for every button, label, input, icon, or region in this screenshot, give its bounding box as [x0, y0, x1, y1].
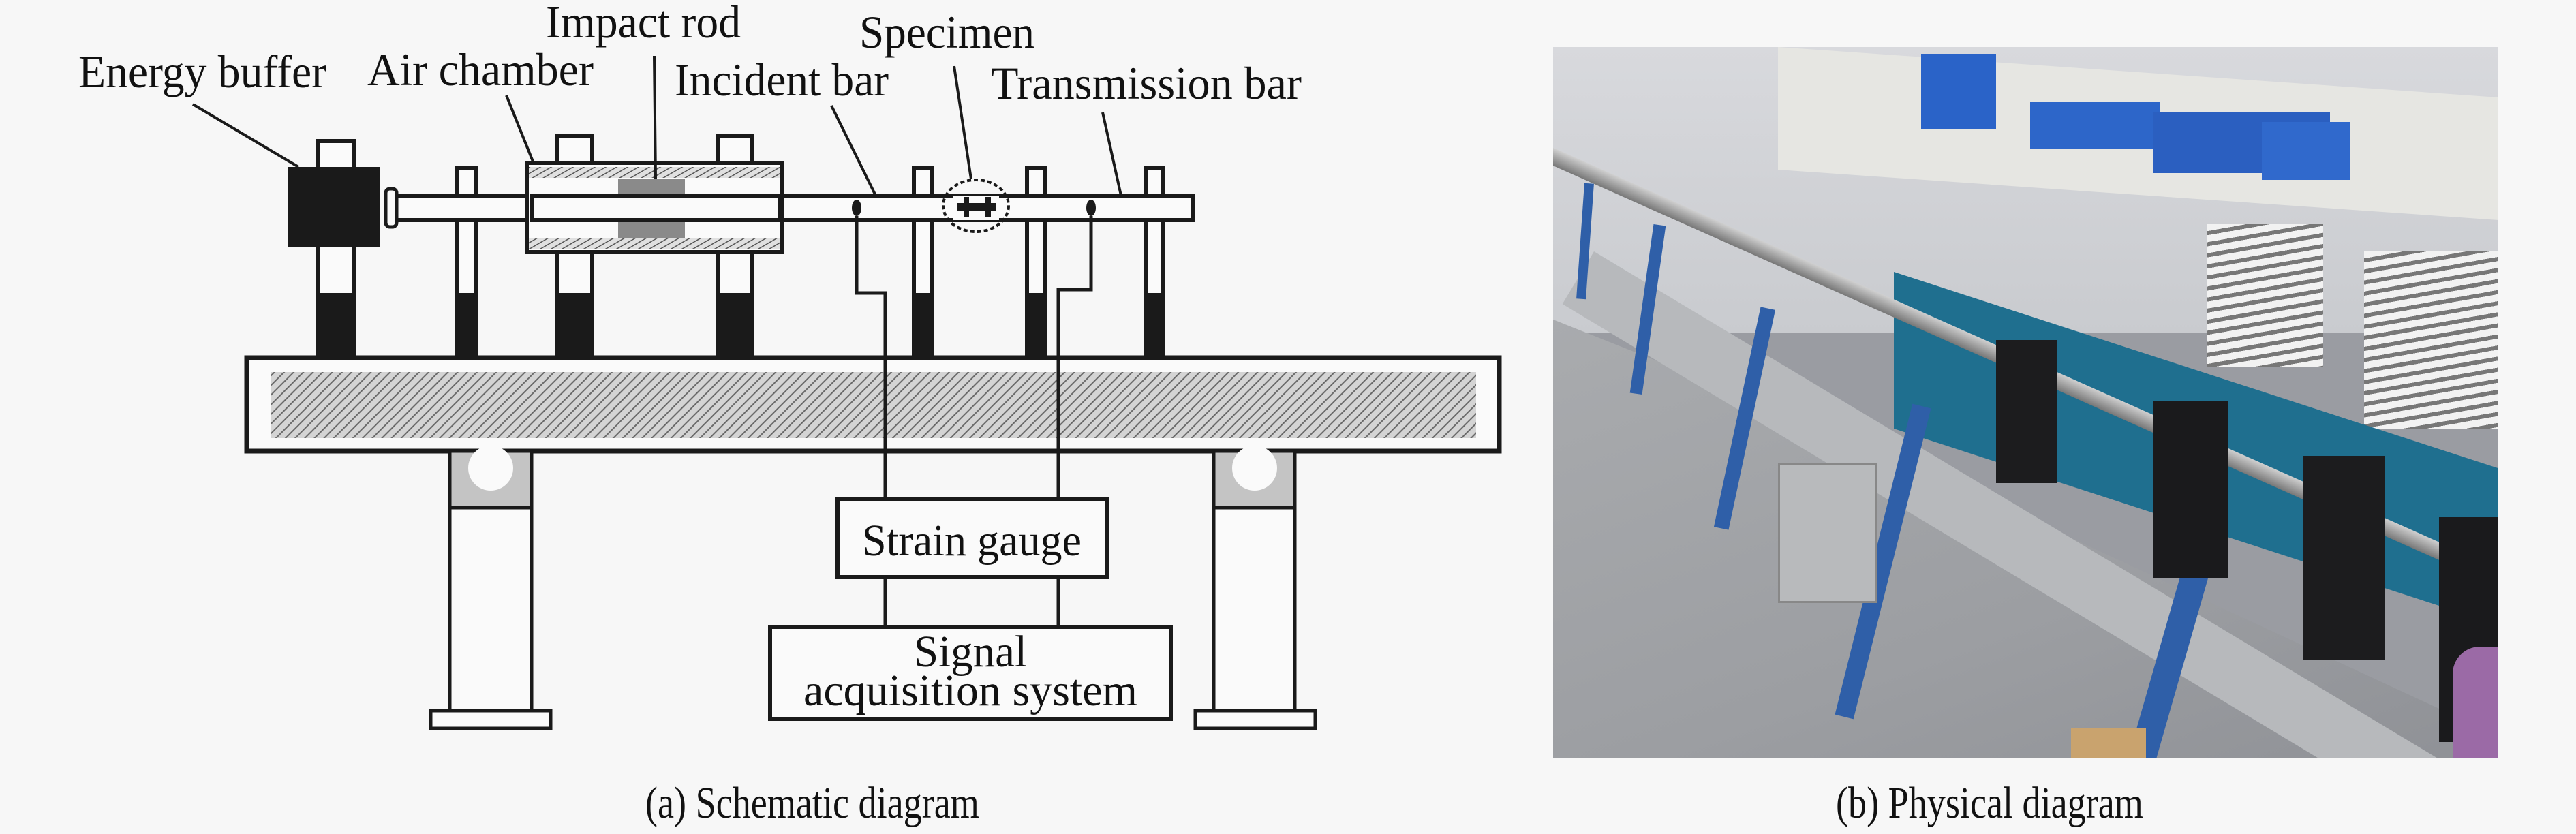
signal-acquisition-box [768, 625, 1173, 721]
support-post [912, 166, 934, 362]
strain-gauge-box [835, 497, 1109, 579]
photo-blue-bin [2030, 102, 2160, 149]
impact-rod-upper [618, 179, 685, 196]
label-air-chamber: Air chamber [367, 44, 594, 95]
photo-vent [2364, 251, 2498, 429]
energy-buffer-block [288, 167, 380, 247]
label-transmission-bar: Transmission bar [991, 57, 1302, 109]
right-leg [1193, 446, 1317, 730]
label-energy-buffer: Energy buffer [78, 46, 326, 97]
strain-gauge-label: Strain gauge [862, 516, 1082, 566]
left-leg [429, 446, 553, 730]
photo-clamp [2153, 401, 2228, 578]
bar-end-cap [384, 187, 399, 229]
strain-gauge-point [1086, 200, 1096, 216]
label-impact-rod: Impact rod [546, 0, 741, 48]
signal-acquisition-label-line1: Signal [914, 627, 1027, 677]
main-bar [384, 187, 1195, 229]
specimen [942, 179, 1010, 233]
photo-blue-bin [1921, 54, 1996, 129]
support-post [1025, 166, 1047, 362]
photo-vent [2207, 224, 2323, 367]
physical-photo [1553, 47, 2498, 758]
impact-rod-lower [618, 220, 685, 238]
photo-purple-object [2453, 647, 2498, 758]
label-specimen: Specimen [859, 6, 1034, 58]
label-incident-bar: Incident bar [675, 54, 889, 106]
strain-gauge-point [852, 200, 861, 216]
photo-blue-bin [2262, 122, 2350, 180]
photo-cardboard-box [2071, 728, 2146, 758]
caption-schematic: (a) Schematic diagram [645, 778, 979, 828]
signal-acquisition-label-line2: acquisition system [803, 666, 1137, 715]
leg-foot [429, 709, 553, 730]
photo-clamp [2303, 456, 2385, 660]
leg-foot [1193, 709, 1317, 730]
caption-physical: (b) Physical diagram [1836, 778, 2143, 828]
schematic-diagram: Strain gauge Signal acquisition system E… [78, 0, 1502, 730]
leader-lines [191, 55, 1122, 196]
support-post [455, 166, 478, 362]
photo-clamp [1996, 340, 2057, 483]
photo-instrument-case [1778, 463, 1877, 603]
base-beam [244, 355, 1502, 454]
